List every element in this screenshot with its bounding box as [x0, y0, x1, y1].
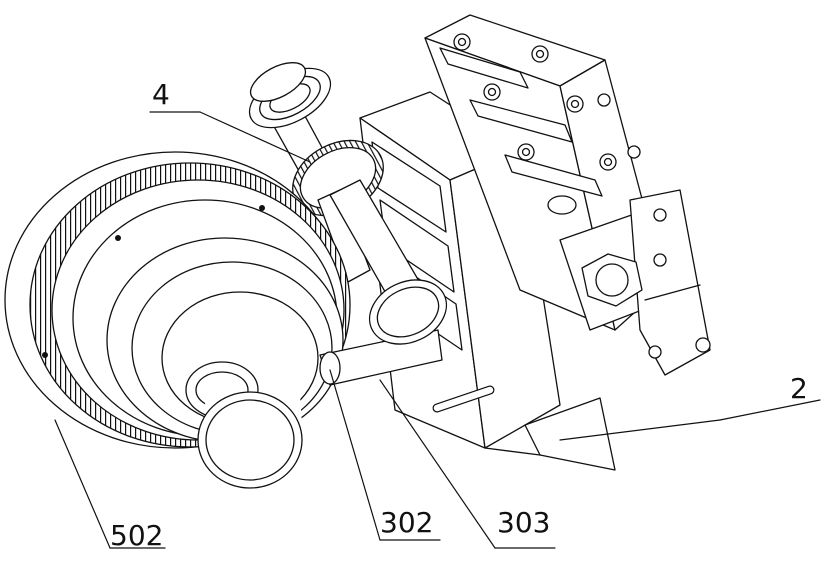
callout-502: 502: [110, 519, 163, 552]
callout-4: 4: [152, 78, 170, 111]
callout-302: 302: [380, 506, 433, 539]
leader-502: [55, 420, 110, 548]
leader-302: [330, 370, 380, 540]
callout-2: 2: [790, 372, 808, 405]
callout-303: 303: [497, 506, 550, 539]
